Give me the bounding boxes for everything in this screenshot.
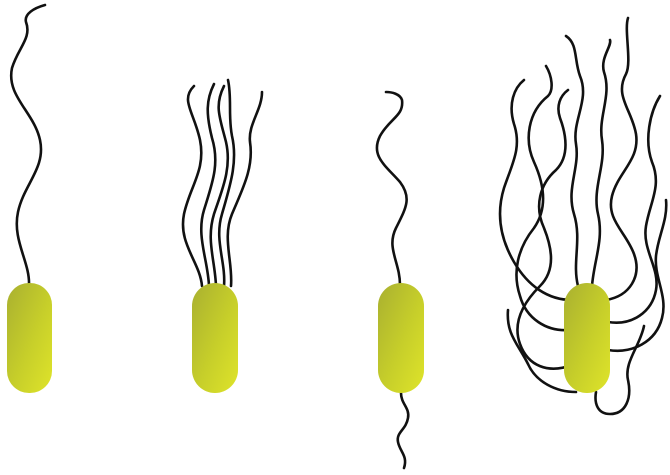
- flagellum: [377, 92, 407, 285]
- flagellum: [211, 86, 228, 286]
- flagellum: [219, 80, 234, 286]
- flagellum: [500, 80, 572, 300]
- flagellum: [566, 36, 583, 286]
- bacterium-monotrichous: [7, 5, 52, 393]
- bacterium-lophotrichous: [183, 80, 262, 393]
- flagellum: [592, 40, 610, 286]
- bacterial-cell: [7, 283, 52, 393]
- flagellum: [228, 92, 262, 286]
- bacterial-cell: [192, 283, 238, 393]
- flagellum: [606, 18, 636, 300]
- bacterium-amphitrichous: [377, 92, 424, 468]
- flagellum: [398, 393, 409, 468]
- bacterial-cell: [564, 283, 610, 393]
- flagellum: [183, 86, 202, 286]
- flagellum: [11, 5, 45, 285]
- bacterial-cell: [378, 283, 424, 393]
- bacterium-peritrichous: [500, 18, 666, 414]
- flagellum: [516, 66, 570, 330]
